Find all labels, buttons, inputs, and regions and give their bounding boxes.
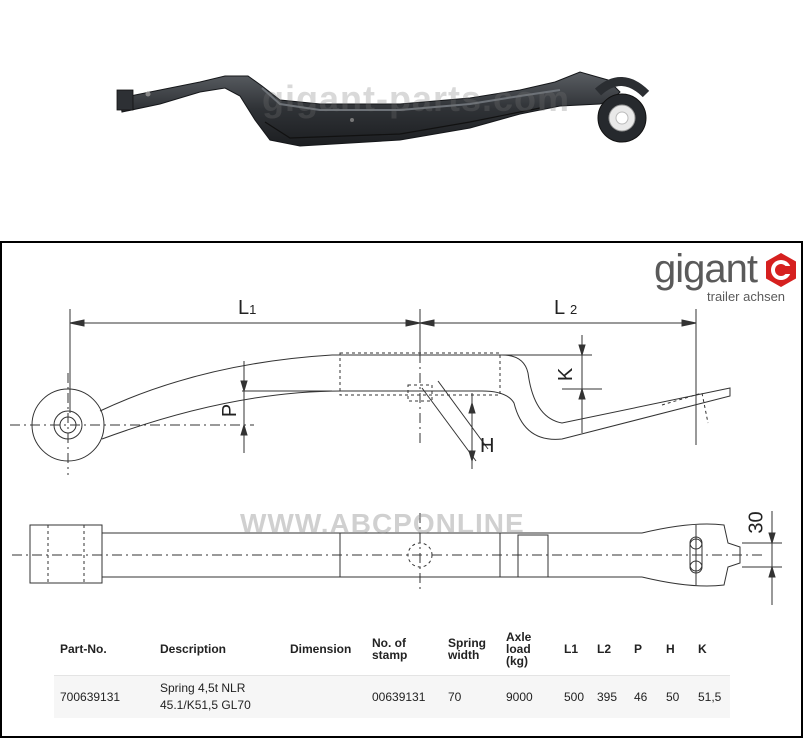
cell-k: 51,5	[692, 675, 730, 718]
cell-axle-load: 9000	[500, 675, 558, 718]
dim-label-30: 30	[745, 511, 768, 534]
dim-label-h: H	[480, 435, 495, 457]
dim-label-k: K	[555, 367, 578, 382]
header-part-no: Part-No.	[60, 642, 107, 656]
cell-p: 46	[628, 675, 660, 718]
brand-tagline: trailer achsen	[707, 289, 786, 304]
cell-l1: 500	[558, 675, 591, 718]
dim-label-l1: L1	[238, 297, 257, 319]
leaf-spring-photo-image	[116, 71, 650, 147]
cell-stamp: 00639131	[366, 675, 442, 718]
gigant-hexagon-logo-icon	[766, 253, 796, 287]
product-photo: gigant-parts.com	[0, 0, 803, 240]
drawing-watermark: WWW.ABCPONLINE	[240, 508, 525, 539]
cell-dimension	[284, 675, 366, 718]
cell-h: 50	[660, 675, 692, 718]
cell-l2: 395	[591, 675, 628, 718]
header-h: H	[666, 642, 675, 656]
dim-label-l2: L 2	[554, 297, 578, 319]
cell-spring-width: 70	[442, 675, 500, 718]
spring-drawing	[10, 309, 782, 605]
header-dimension: Dimension	[290, 642, 352, 656]
header-k: K	[698, 642, 707, 656]
brand-logo-text: gigant	[654, 247, 758, 291]
cell-part-no: 700639131	[54, 675, 154, 718]
spring-eye-plan-view	[29, 524, 103, 584]
spring-leaf-side-view	[99, 354, 731, 440]
header-description: Description	[160, 642, 227, 656]
header-p: P	[634, 642, 643, 656]
technical-drawing-sheet: gigant trailer achsen	[0, 241, 803, 738]
dim-label-p: P	[219, 403, 242, 418]
header-l1: L1	[564, 642, 579, 656]
header-l2: L2	[597, 642, 612, 656]
